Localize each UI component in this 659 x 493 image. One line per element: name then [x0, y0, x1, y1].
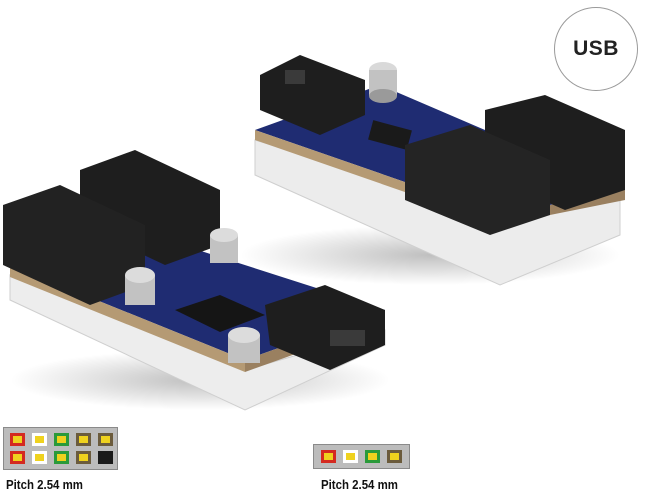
- usb-badge: USB: [554, 7, 638, 91]
- capacitor: [210, 228, 238, 242]
- pin: [54, 451, 69, 464]
- chip: [368, 120, 412, 150]
- pin: [54, 433, 69, 446]
- 4pin-header-front: [265, 285, 385, 370]
- 4pin-pitch-label: Pitch 2.54 mm: [321, 477, 398, 492]
- capacitor: [228, 327, 260, 343]
- pin: [32, 433, 47, 446]
- 10pin-pinout-diagram: [3, 427, 118, 470]
- adapter-board-front: [3, 150, 390, 411]
- capacitor: [125, 267, 155, 283]
- pin: [76, 433, 91, 446]
- 4pin-pinout-diagram: [313, 444, 410, 469]
- 10pin-header-front: [3, 185, 145, 305]
- pin: [321, 450, 336, 463]
- usb-badge-label: USB: [573, 37, 619, 60]
- pin: [76, 451, 91, 464]
- pin: [98, 451, 113, 464]
- pin: [98, 433, 113, 446]
- pin: [10, 433, 25, 446]
- pin: [32, 451, 47, 464]
- pin: [387, 450, 402, 463]
- pin: [365, 450, 380, 463]
- chip: [175, 295, 265, 332]
- pin: [343, 450, 358, 463]
- pin: [10, 451, 25, 464]
- 10pin-header-rear-2: [405, 125, 550, 235]
- adapter-board-rear: [240, 55, 625, 286]
- 10pin-pitch-label: Pitch 2.54 mm: [6, 477, 83, 492]
